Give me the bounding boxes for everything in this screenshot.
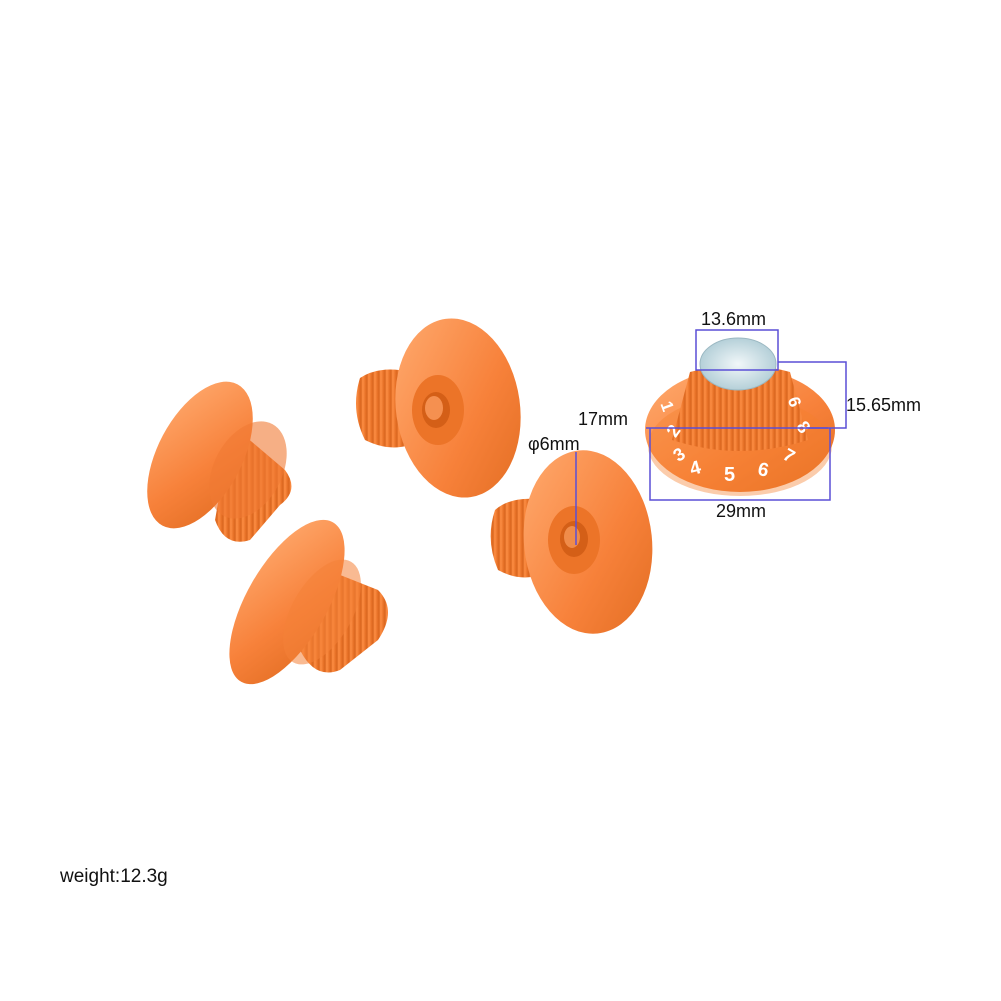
bore-diameter-label: φ6mm — [528, 434, 580, 454]
knob-ribbed-body — [672, 365, 808, 451]
knob-back-view-top — [356, 318, 521, 498]
dial-number: 5 — [724, 464, 735, 486]
skirt-diameter-bracket — [649, 428, 831, 501]
weight-label: weight:12.3g — [60, 866, 168, 887]
top-diameter-bracket — [695, 329, 779, 371]
knob-side-view-lower-left — [229, 519, 388, 685]
top-diameter-label: 13.6mm — [701, 309, 767, 329]
knob-side-view-upper-left — [147, 381, 292, 542]
dimension-lines — [646, 329, 847, 501]
knob-front-view-dial: 1 2 3 4 5 6 7 8 9 — [645, 329, 847, 501]
skirt-diameter-label: 29mm — [716, 501, 767, 521]
knob-back-view-bore — [490, 450, 653, 634]
knob-metal-cap — [699, 337, 777, 391]
knob-flange — [229, 519, 345, 685]
dial-number: 6 — [756, 459, 771, 482]
mid-diameter-label: 17mm — [578, 409, 629, 429]
height-label: 15.65mm — [846, 395, 922, 415]
